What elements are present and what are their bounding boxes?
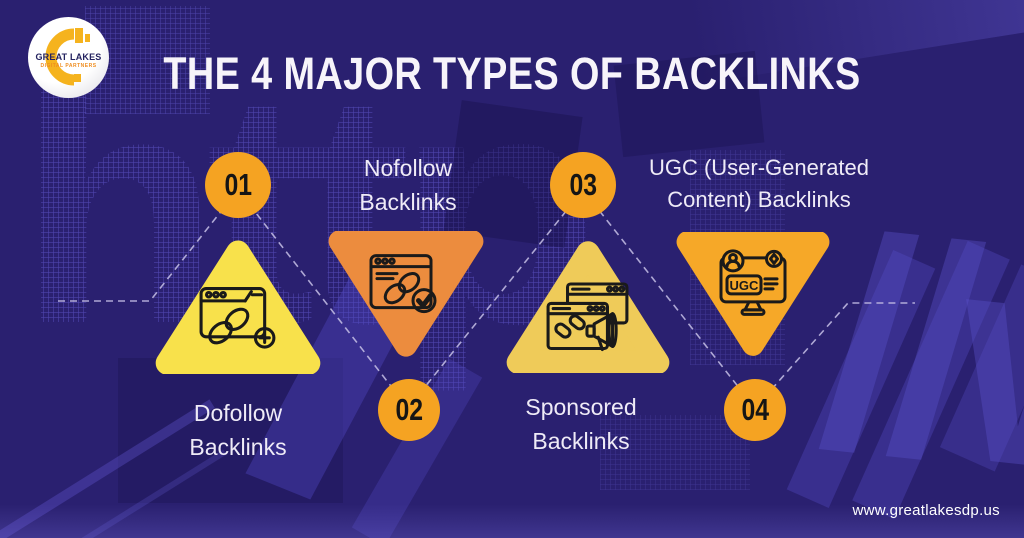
label-line: Backlinks — [359, 189, 457, 215]
windows-chain-megaphone-icon — [546, 282, 629, 352]
triangle-sponsored — [505, 239, 671, 373]
browser-link-plus-icon — [199, 287, 276, 350]
browser-link-check-icon — [369, 254, 437, 314]
triangle-nofollow — [327, 231, 485, 359]
number-badge-04: 04 — [724, 379, 786, 441]
label-line: Sponsored — [525, 394, 637, 420]
logo-g-icon — [45, 28, 90, 86]
badge-number: 03 — [569, 167, 597, 202]
badge-number: 01 — [224, 167, 252, 202]
label-line: Backlinks — [189, 434, 287, 460]
label-line: Backlinks — [532, 428, 630, 454]
background-shape — [0, 504, 1024, 538]
logo-name: GREAT LAKES — [35, 52, 102, 62]
label-ugc: UGC (User-Generated Content) Backlinks — [620, 152, 898, 216]
number-badge-02: 02 — [378, 379, 440, 441]
brand-logo: GREAT LAKES DIGITAL PARTNERS — [28, 17, 109, 98]
page-title: THE 4 MAJOR TYPES OF BACKLINKS — [163, 48, 861, 99]
website-url: www.greatlakesdp.us — [852, 502, 1000, 519]
number-badge-03: 03 — [550, 152, 616, 218]
label-sponsored: Sponsored Backlinks — [471, 390, 691, 458]
logo-subname: DIGITAL PARTNERS — [40, 63, 97, 69]
label-line: Content) Backlinks — [667, 187, 851, 212]
triangle-ugc: UGC — [675, 232, 831, 358]
ugc-screen-text: UGC — [730, 278, 760, 293]
label-line: Nofollow — [363, 155, 453, 181]
label-dofollow: Dofollow Backlinks — [128, 396, 348, 464]
triangle-dofollow — [154, 238, 322, 374]
number-badge-01: 01 — [205, 152, 271, 218]
badge-number: 04 — [741, 392, 769, 427]
ugc-monitor-icon: UGC — [719, 249, 787, 317]
label-line: Dofollow — [193, 400, 283, 426]
label-nofollow: Nofollow Backlinks — [308, 151, 508, 219]
label-line: UGC (User-Generated — [648, 155, 870, 180]
background-texture — [600, 415, 750, 490]
badge-number: 02 — [395, 392, 423, 427]
background-shape — [118, 358, 343, 503]
